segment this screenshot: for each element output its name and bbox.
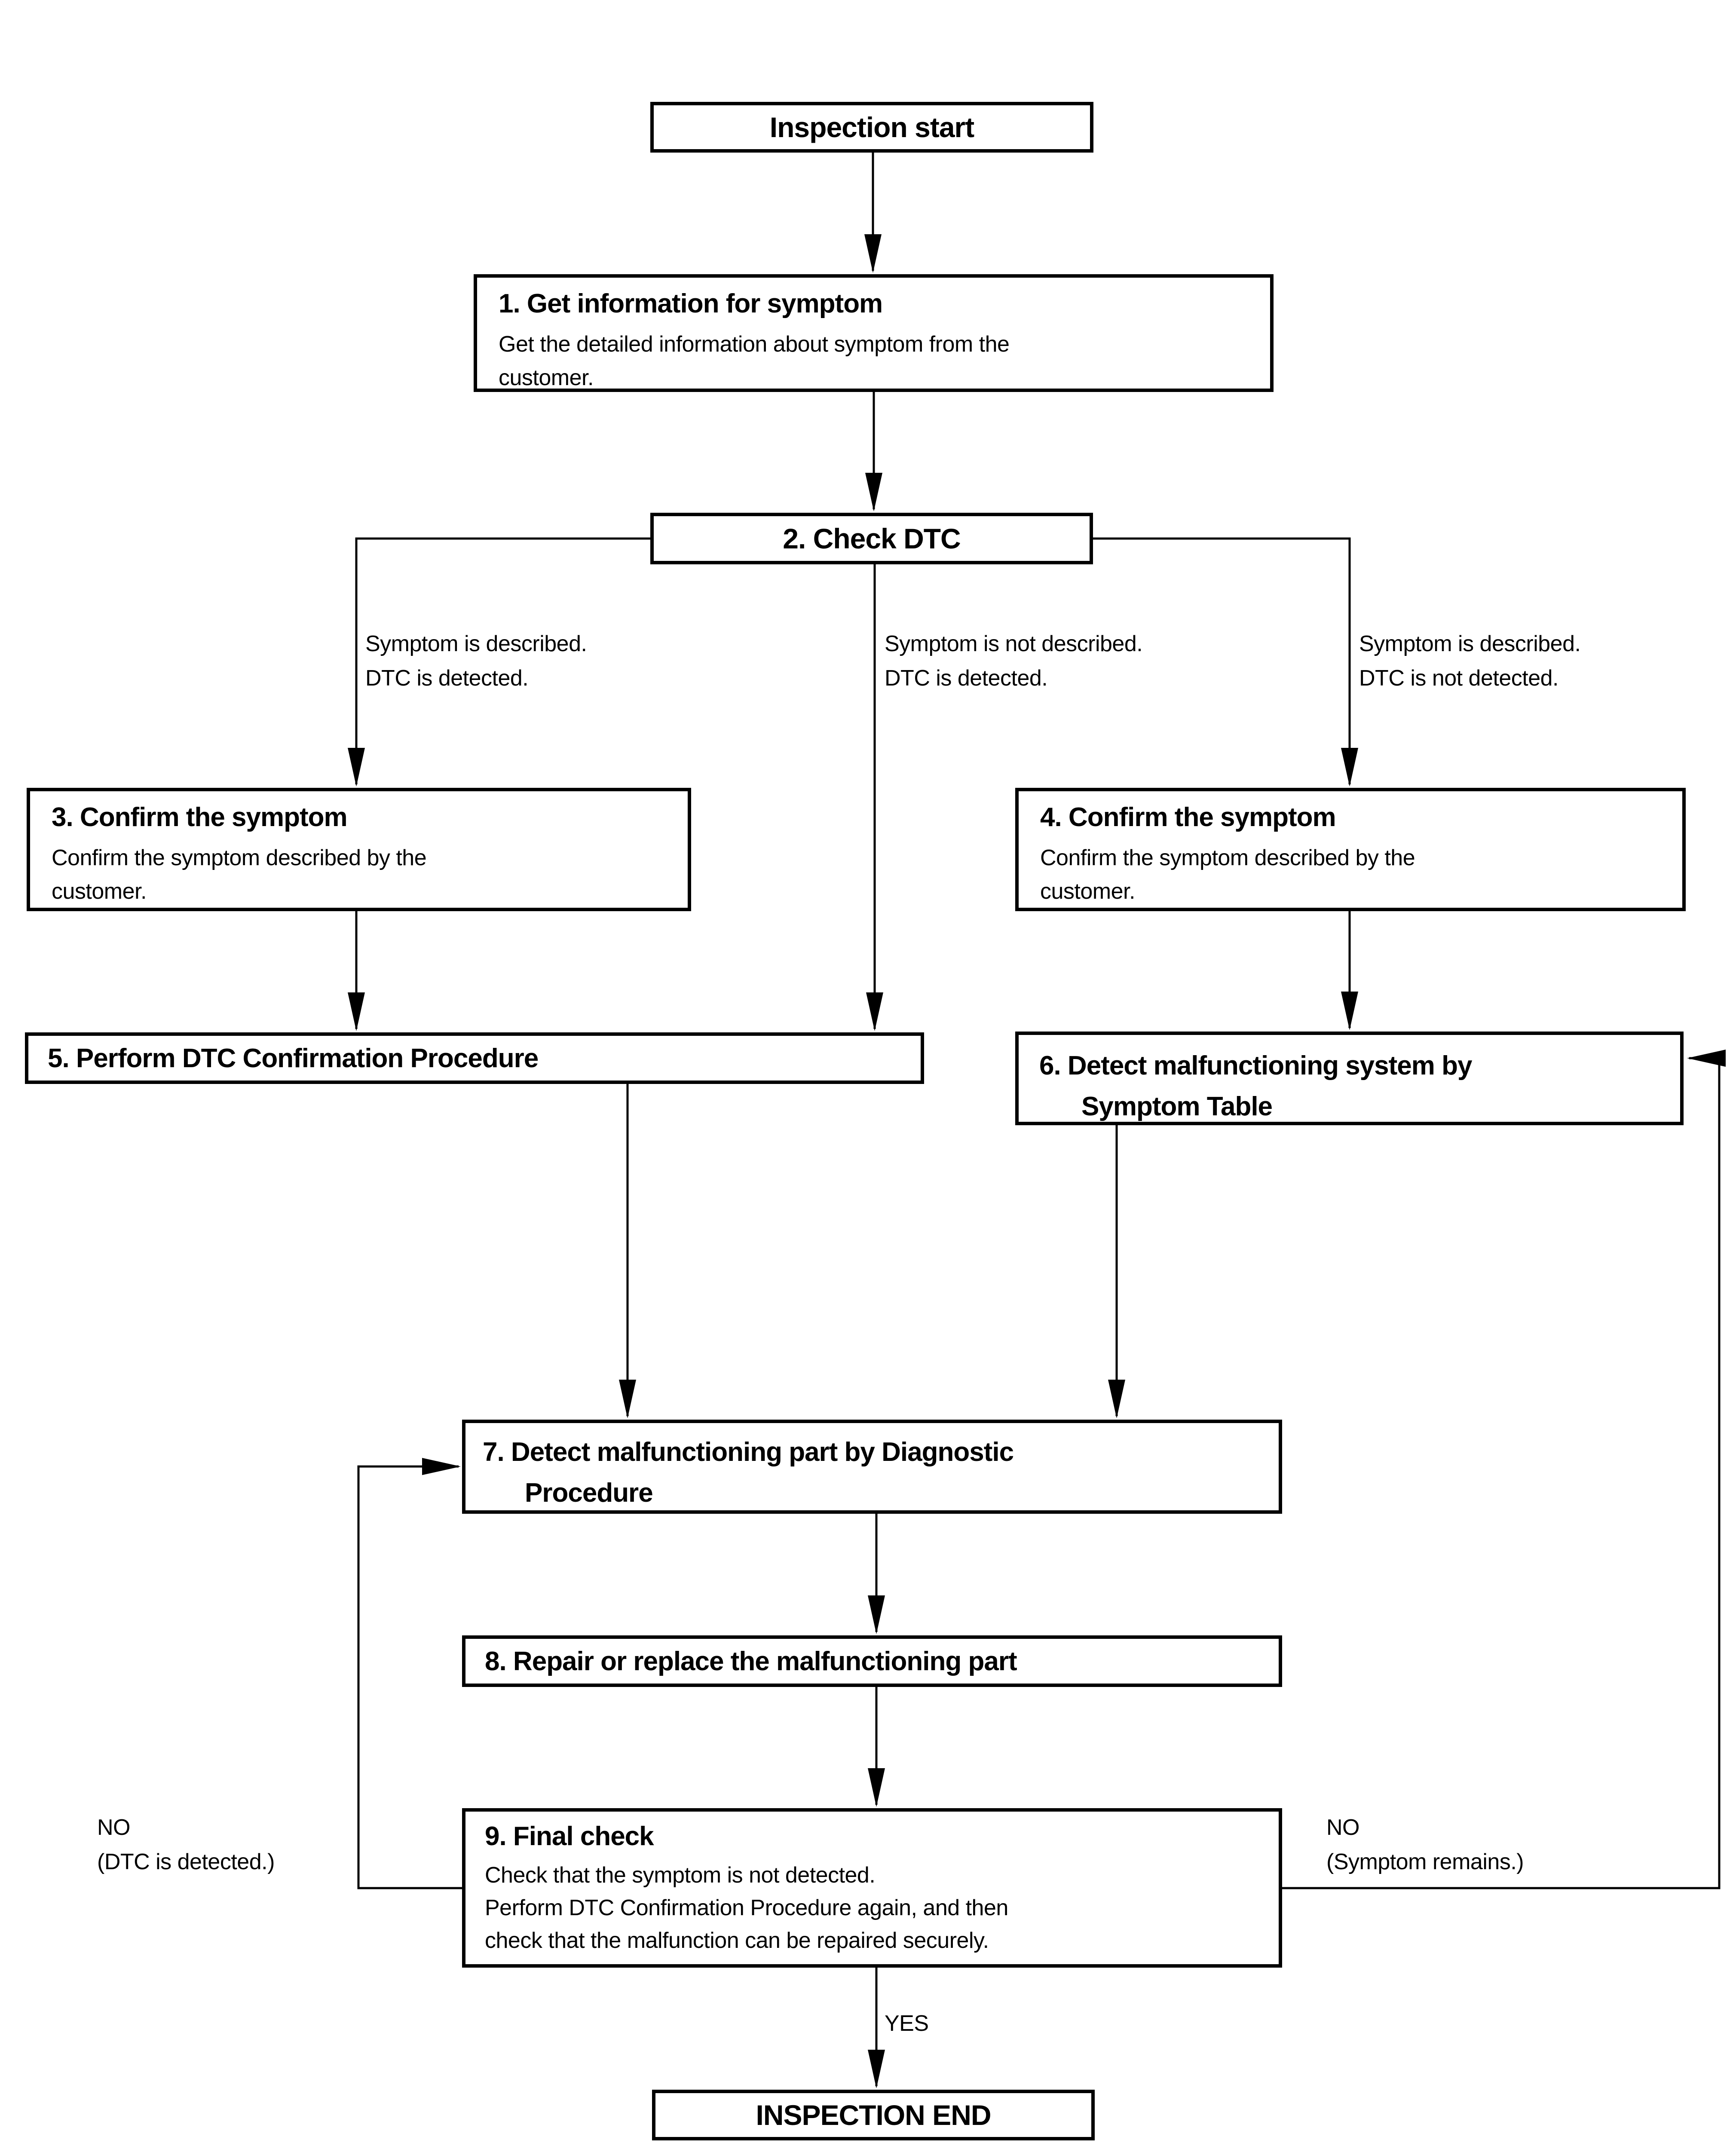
node-step-9-body: Check that the symptom is not detected. … (485, 1863, 1008, 1953)
node-step-4: 4. Confirm the symptom Confirm the sympt… (1015, 788, 1686, 911)
connector-9-no-to-7 (357, 1458, 462, 1889)
edge-label-branch-right: Symptom is described. DTC is not detecte… (1359, 631, 1581, 691)
node-step-4-body: Confirm the symptom described by the cus… (1040, 845, 1415, 904)
connector-9-no-to-6 (1282, 1050, 1726, 1889)
node-step-3: 3. Confirm the symptom Confirm the sympt… (27, 788, 691, 911)
edge-label-yes: YES (885, 2011, 929, 2036)
node-step-8: 8. Repair or replace the malfunctioning … (462, 1635, 1282, 1687)
node-step-7: 7. Detect malfunctioning part by Diagnos… (462, 1420, 1282, 1514)
edge-label-no-left: NO (DTC is detected.) (97, 1815, 275, 1874)
node-inspection-start: Inspection start (650, 102, 1093, 153)
edge-label-branch-middle: Symptom is not described. DTC is detecte… (885, 631, 1143, 691)
node-step-5: 5. Perform DTC Confirmation Procedure (25, 1032, 924, 1084)
node-step-6: 6. Detect malfunctioning system by Sympt… (1015, 1032, 1684, 1125)
edge-label-branch-left: Symptom is described. DTC is detected. (365, 631, 587, 691)
node-step-5-title: 5. Perform DTC Confirmation Procedure (48, 1043, 539, 1073)
connector-2-to-3 (348, 537, 650, 787)
node-step-1-title: 1. Get information for symptom (499, 289, 883, 318)
node-step-2: 2. Check DTC (650, 513, 1093, 564)
node-step-9: 9. Final check Check that the symptom is… (462, 1808, 1282, 1968)
connector-2-to-4 (1093, 537, 1358, 787)
node-step-8-title: 8. Repair or replace the malfunctioning … (485, 1646, 1017, 1676)
node-inspection-start-title: Inspection start (769, 111, 974, 143)
node-step-9-title: 9. Final check (485, 1821, 654, 1851)
node-step-1-body: Get the detailed information about sympt… (499, 332, 1010, 390)
node-step-2-title: 2. Check DTC (783, 523, 961, 554)
node-step-7-title: 7. Detect malfunctioning part by Diagnos… (483, 1437, 1014, 1508)
node-inspection-end: INSPECTION END (652, 2090, 1095, 2140)
edge-label-no-right: NO (Symptom remains.) (1326, 1815, 1524, 1874)
node-step-3-title: 3. Confirm the symptom (52, 802, 348, 832)
node-step-3-body: Confirm the symptom described by the cus… (52, 845, 427, 904)
node-inspection-end-title: INSPECTION END (756, 2099, 991, 2131)
node-step-6-title: 6. Detect malfunctioning system by Sympt… (1039, 1051, 1472, 1121)
node-step-1: 1. Get information for symptom Get the d… (474, 274, 1274, 392)
node-step-4-title: 4. Confirm the symptom (1040, 802, 1336, 832)
